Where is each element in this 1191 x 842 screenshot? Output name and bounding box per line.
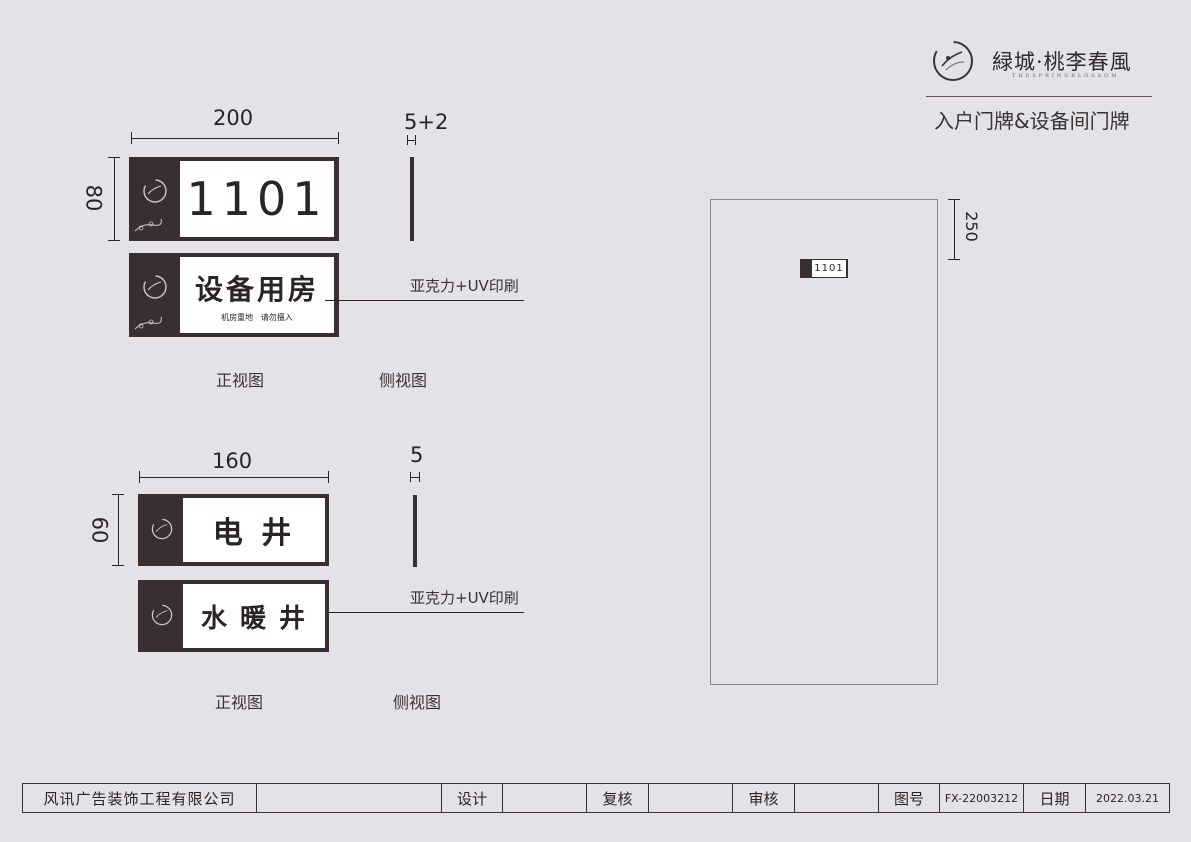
brand-emblem-icon [151,604,173,626]
width-dimension-line [131,138,339,139]
door-outline [710,199,938,685]
door-height-tick-top [948,199,960,200]
material-callout-text: 亚克力+UV印刷 [410,589,519,607]
thickness-dimension-tick-left [407,135,408,145]
plumbing-shaft-panel: 水 暖 井 [183,584,325,648]
thickness-dimension-tick-left [410,472,411,482]
width-dimension-line [139,477,329,478]
plum-blossom-icon [134,218,162,232]
approve-value-cell [795,784,879,812]
height-dimension-label: 60 [87,516,112,544]
room-number-panel: 1101 [180,161,334,237]
door-height-dimension-line [954,199,955,260]
electric-shaft-text: 电 井 [212,516,296,551]
plumbing-shaft-sign: 水 暖 井 [138,580,329,652]
brand-logo-icon [933,41,973,81]
thickness-dimension-label: 5 [410,443,424,467]
height-dimension-line [114,157,115,240]
door-plate-panel: 1101 [812,260,846,277]
drawing-no-label-cell: 图号 [879,784,940,812]
date-value-cell: 2022.03.21 [1096,791,1159,805]
side-view-bar [410,157,414,241]
plum-blossom-icon [134,316,162,330]
material-callout-line [325,300,524,301]
width-dimension-tick-right [328,471,329,483]
room-number-sign: 1101 [129,157,339,241]
brand-emblem-icon [143,179,167,203]
width-dimension-label: 160 [212,449,253,473]
thickness-dimension-tick-right [415,135,416,145]
door-height-tick-bottom [948,259,960,260]
door-plate-miniature: 1101 [800,259,848,278]
thickness-dimension-label: 5+2 [404,110,449,134]
width-dimension-tick-right [338,132,339,144]
approve-label-cell: 审核 [733,784,795,812]
door-plate-text: 1101 [814,263,844,274]
equipment-room-sign: 设备用房 机房重地 请勿擅入 [129,253,339,337]
height-dimension-tick-bottom [112,565,124,566]
thickness-dimension-line [410,477,420,478]
thickness-dimension-tick-right [419,472,420,482]
material-callout-line [329,612,524,613]
brand-emblem-icon [151,518,173,540]
room-number-text: 1101 [186,172,328,226]
plumbing-shaft-text: 水 暖 井 [200,603,308,634]
front-view-label: 正视图 [216,371,265,390]
side-view-label: 侧视图 [393,693,442,712]
brand-emblem-icon [143,275,167,299]
height-dimension-tick-bottom [108,240,120,241]
header-divider [926,96,1152,97]
thickness-dimension-line [407,140,416,141]
width-dimension-tick-left [131,132,132,144]
electric-shaft-panel: 电 井 [183,498,325,562]
blank-cell [257,784,442,812]
review-value-cell [649,784,733,812]
title-block: 风讯广告装饰工程有限公司 设计 复核 审核 图号 FX-22003212 日期 … [22,783,1170,813]
review-label-cell: 复核 [587,784,649,812]
equipment-room-panel: 设备用房 机房重地 请勿擅入 [180,257,334,333]
door-height-dimension-label: 250 [961,211,981,242]
width-dimension-label: 200 [213,106,254,130]
side-view-label: 侧视图 [379,371,428,390]
electric-shaft-sign: 电 井 [138,494,329,566]
drawing-no-value-cell: FX-22003212 [940,784,1024,812]
brand-subtitle: THESPRINGBLOSSOM [1012,73,1120,79]
date-label-cell: 日期 [1024,784,1086,812]
height-dimension-line [118,494,119,565]
height-dimension-label: 80 [81,184,106,212]
front-view-label: 正视图 [215,693,264,712]
equipment-room-subtext: 机房重地 请勿擅入 [221,312,293,322]
brand-name: 緑城·桃李春風 [992,50,1132,74]
width-dimension-tick-left [139,471,140,483]
material-callout-text: 亚克力+UV印刷 [410,277,519,295]
height-dimension-tick-top [112,494,124,495]
side-view-bar [413,495,417,567]
company-cell: 风讯广告装饰工程有限公司 [23,784,257,812]
design-label-cell: 设计 [442,784,503,812]
design-value-cell [503,784,587,812]
document-title: 入户门牌&设备间门牌 [934,109,1130,133]
height-dimension-tick-top [108,157,120,158]
equipment-room-text: 设备用房 [194,272,319,306]
